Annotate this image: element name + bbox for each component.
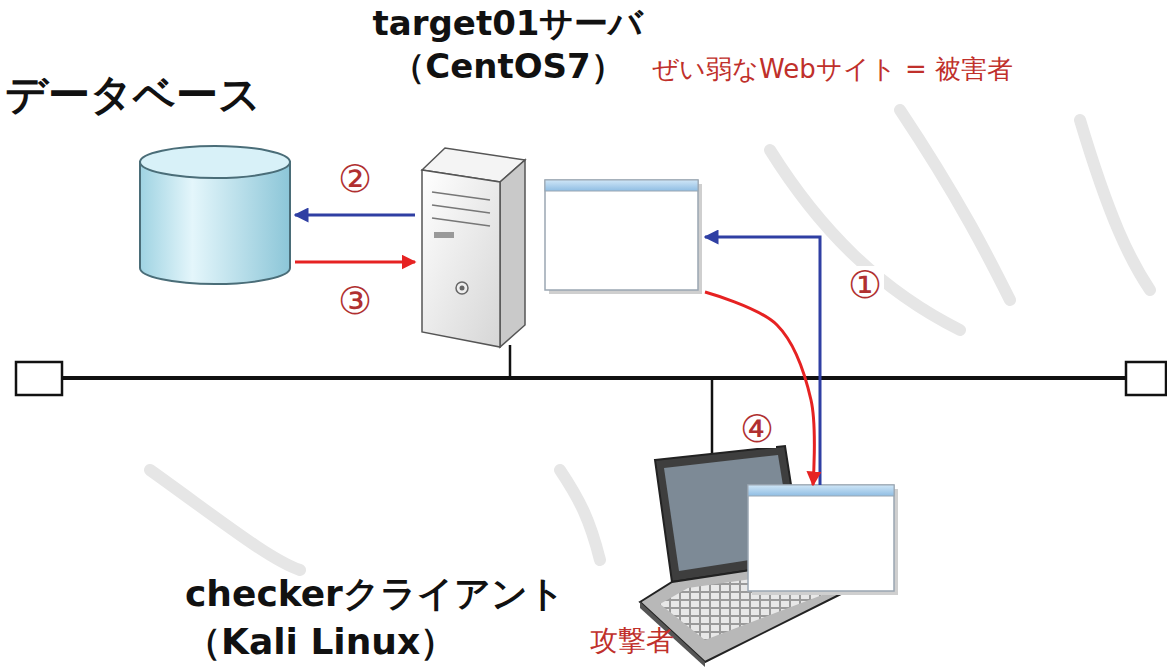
callout-number: ③ bbox=[336, 282, 374, 320]
arrow-connector bbox=[295, 214, 415, 217]
node-heading: データベース bbox=[5, 70, 335, 120]
database-cylinder bbox=[140, 146, 290, 284]
client-window bbox=[748, 485, 898, 595]
text-position: ぜい弱なWebサイト = 被害者 bbox=[652, 52, 1157, 86]
server-tower bbox=[422, 148, 525, 347]
arrow-connector bbox=[705, 292, 814, 485]
server-window bbox=[545, 180, 702, 294]
arrow-connector bbox=[295, 261, 415, 264]
callout-number: ④ bbox=[738, 410, 776, 448]
text-position: 攻撃者 bbox=[590, 624, 700, 658]
callout-number: ① bbox=[846, 266, 884, 304]
database-node: データベース bbox=[135, 140, 295, 290]
text-position: checkerクライアント （Kali Linux） bbox=[185, 570, 605, 666]
watermark bbox=[150, 110, 1150, 570]
callout-number: ② bbox=[336, 160, 374, 198]
text-position: データベース bbox=[5, 70, 335, 120]
arrow-connector bbox=[705, 237, 820, 485]
text-position: target01サーバ （CentOS7） bbox=[318, 2, 698, 88]
node-note: 攻撃者 bbox=[590, 624, 700, 658]
node-note: ぜい弱なWebサイト = 被害者 bbox=[652, 52, 1157, 86]
node-heading: target01サーバ （CentOS7） bbox=[318, 2, 698, 88]
network-line bbox=[16, 345, 1166, 458]
server-node: target01サーバ （CentOS7）ぜい弱なWebサイト = 被害者 bbox=[415, 140, 705, 350]
client-node: checkerクライアント （Kali Linux）攻撃者 bbox=[640, 485, 900, 665]
node-heading: checkerクライアント （Kali Linux） bbox=[185, 570, 605, 666]
